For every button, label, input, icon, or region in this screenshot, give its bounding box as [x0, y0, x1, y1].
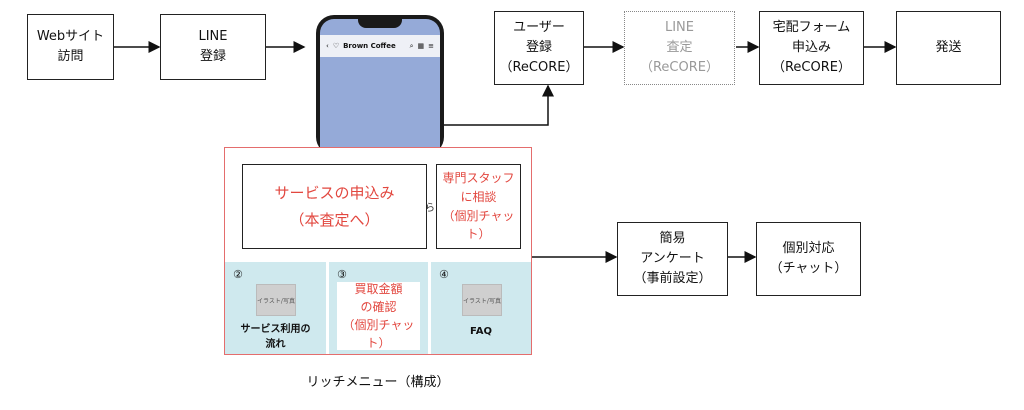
image-placeholder: イラスト/写真 [256, 284, 296, 316]
app-title: Brown Coffee [343, 42, 396, 50]
line-register-box: LINE 登録 [160, 14, 266, 80]
image-placeholder: イラスト/写真 [462, 284, 502, 316]
cell-number: ② [233, 268, 243, 281]
grid-icon[interactable]: ▦ [417, 42, 425, 50]
cell-number: ④ [439, 268, 449, 281]
price-check-cell[interactable]: ③ 買取金額 の確認 （個別チャット） [329, 262, 428, 354]
cell-label: FAQ [470, 326, 492, 337]
flow-menu-cell[interactable]: ② イラスト/写真 サービス利用の 流れ [225, 262, 326, 354]
price-check-label: 買取金額 の確認 （個別チャット） [337, 282, 420, 350]
phone-notch [358, 19, 402, 28]
apply-service-button[interactable]: サービスの申込み （本査定へ） [242, 164, 427, 249]
smartphone-mockup: ‹ ♡ Brown Coffee ⌕ ▦ ≡ [316, 15, 444, 155]
cell-number: ③ [337, 268, 347, 281]
phone-screen: ‹ ♡ Brown Coffee ⌕ ▦ ≡ [320, 19, 440, 151]
app-bar: ‹ ♡ Brown Coffee ⌕ ▦ ≡ [320, 35, 440, 57]
line-assess-box: LINE 査定 （ReCORE） [624, 11, 735, 85]
user-register-box: ユーザー 登録 （ReCORE） [494, 11, 584, 85]
delivery-form-box: 宅配フォーム 申込み （ReCORE） [759, 11, 864, 85]
menu-icon[interactable]: ≡ [428, 42, 434, 50]
back-icon[interactable]: ‹ [326, 42, 329, 50]
hidden-char: ら [425, 203, 435, 214]
survey-box: 簡易 アンケート （事前設定） [617, 222, 728, 296]
consult-staff-button[interactable]: 専門スタッフ に相談 （個別チャット） [436, 164, 521, 249]
web-visit-box: Webサイト 訪問 [27, 14, 114, 80]
search-icon[interactable]: ⌕ [409, 41, 414, 50]
faq-cell[interactable]: ④ イラスト/写真 FAQ [431, 262, 531, 354]
individual-box: 個別対応 （チャット） [756, 222, 861, 296]
cell-label: サービス利用の 流れ [240, 324, 311, 350]
rich-menu: サービスの申込み （本査定へ） ら 専門スタッフ に相談 （個別チャット） ② … [224, 147, 532, 355]
ship-box: 発送 [896, 11, 1001, 85]
shield-icon: ♡ [332, 42, 340, 50]
rich-menu-caption: リッチメニュー（構成） [306, 375, 450, 390]
